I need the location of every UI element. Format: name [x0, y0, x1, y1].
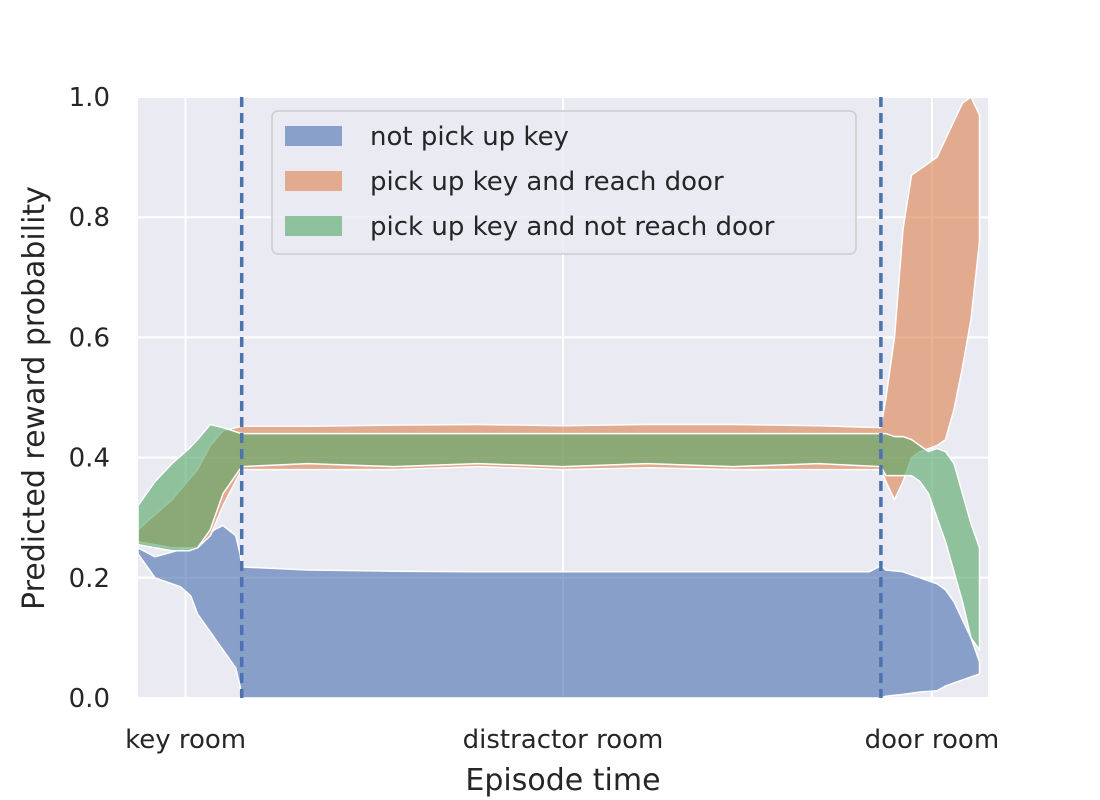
y-tick-label: 0.2: [69, 564, 110, 594]
x-tick-labels: key room distractor room door room: [125, 725, 999, 755]
legend-label: pick up key and not reach door: [370, 212, 775, 242]
y-tick-label: 0.8: [69, 203, 110, 233]
legend-frame: [271, 110, 857, 255]
legend-label: pick up key and reach door: [370, 167, 724, 197]
legend-swatch: [285, 126, 342, 146]
y-tick-label: 1.0: [69, 83, 110, 113]
y-tick-label: 0.0: [69, 684, 110, 714]
y-tick-label: 0.6: [69, 323, 110, 353]
y-tick-labels: 0.0 0.2 0.4 0.6 0.8 1.0: [69, 83, 110, 714]
x-tick-label: door room: [865, 725, 1000, 755]
y-tick-label: 0.4: [69, 444, 110, 474]
y-axis-label: Predicted reward probability: [17, 186, 52, 610]
legend-swatch: [285, 171, 342, 191]
legend-swatch: [285, 216, 342, 236]
x-tick-label: distractor room: [463, 725, 664, 755]
area-pick-up-key-and-not-reach-door: [137, 423, 981, 651]
legend-label: not pick up key: [370, 122, 569, 152]
phase-boundary-lines: [239, 97, 883, 698]
legend: not pick up key pick up key and reach doo…: [271, 110, 857, 255]
x-axis-label: Episode time: [465, 763, 660, 798]
x-tick-label: key room: [125, 725, 246, 755]
